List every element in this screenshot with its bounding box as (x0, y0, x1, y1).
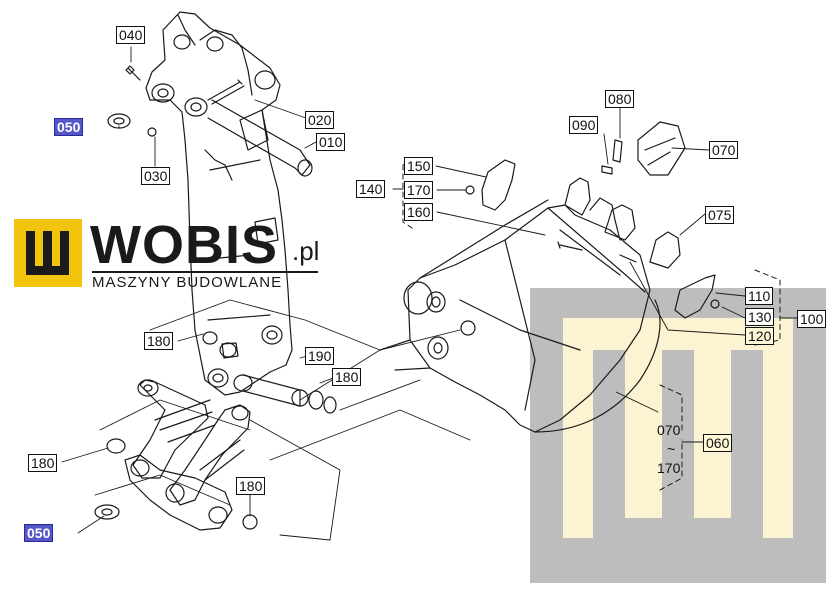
oring-180-c (106, 438, 126, 454)
callout-160[interactable]: 160 (404, 203, 434, 221)
logo-subtitle: MASZYNY BUDOWLANE (92, 274, 283, 291)
callout-050-bottom[interactable]: 050 (24, 524, 54, 542)
wobis-logo: WOBIS .pl MASZYNY BUDOWLANE (14, 215, 334, 291)
callout-070[interactable]: 070 (709, 141, 739, 159)
wobis-logo-mark-icon (14, 219, 82, 287)
nut-130 (710, 299, 720, 309)
bucket (379, 197, 661, 433)
logo-rule (92, 271, 318, 273)
callout-040[interactable]: 040 (116, 26, 146, 44)
callout-110[interactable]: 110 (745, 287, 774, 305)
callout-140[interactable]: 140 (356, 180, 386, 198)
callout-180-left[interactable]: 180 (28, 454, 58, 472)
callout-060[interactable]: 060 (703, 434, 733, 452)
nut-030 (147, 127, 157, 137)
callout-170-top[interactable]: 170 (404, 181, 434, 199)
nipple-040 (125, 65, 141, 81)
callout-020[interactable]: 020 (305, 111, 335, 129)
callout-150[interactable]: 150 (404, 157, 434, 175)
side-cutter-150 (481, 159, 516, 211)
callout-180-right[interactable]: 180 (332, 368, 362, 386)
watermark-logo (530, 288, 826, 583)
callout-010[interactable]: 010 (316, 133, 346, 151)
callout-080[interactable]: 080 (605, 90, 635, 108)
callout-120[interactable]: 120 (745, 327, 775, 345)
oring-180-a (202, 331, 218, 345)
pin-010 (207, 99, 313, 177)
range-separator: ~ (667, 441, 676, 457)
pin-080 (612, 139, 623, 163)
nut-170 (465, 185, 475, 195)
callout-030[interactable]: 030 (141, 167, 171, 185)
bolt-160 (557, 241, 583, 251)
callout-180-bottom[interactable]: 180 (236, 477, 266, 495)
callout-180-upper[interactable]: 180 (144, 332, 174, 350)
side-cutter-110 (674, 274, 716, 319)
callout-075[interactable]: 075 (705, 206, 735, 224)
callout-190[interactable]: 190 (305, 347, 335, 365)
teeth (564, 121, 686, 269)
callout-090[interactable]: 090 (569, 116, 599, 134)
callout-050-top[interactable]: 050 (54, 118, 84, 136)
logo-domain-suffix: .pl (292, 236, 320, 266)
callout-100[interactable]: 100 (797, 310, 827, 328)
logo-wordmark: WOBIS (90, 215, 278, 275)
washer-190 (308, 390, 324, 410)
boom-arm (145, 11, 293, 396)
range-from: 070 (657, 422, 681, 438)
link-arms (124, 379, 251, 531)
pin-090 (601, 165, 613, 175)
oring-180-d (242, 514, 258, 530)
shim-050-bottom (94, 504, 120, 520)
oring-180-b (323, 396, 337, 414)
bolt-020 (207, 79, 245, 105)
range-to: 170 (657, 460, 681, 476)
callout-130[interactable]: 130 (745, 308, 775, 326)
